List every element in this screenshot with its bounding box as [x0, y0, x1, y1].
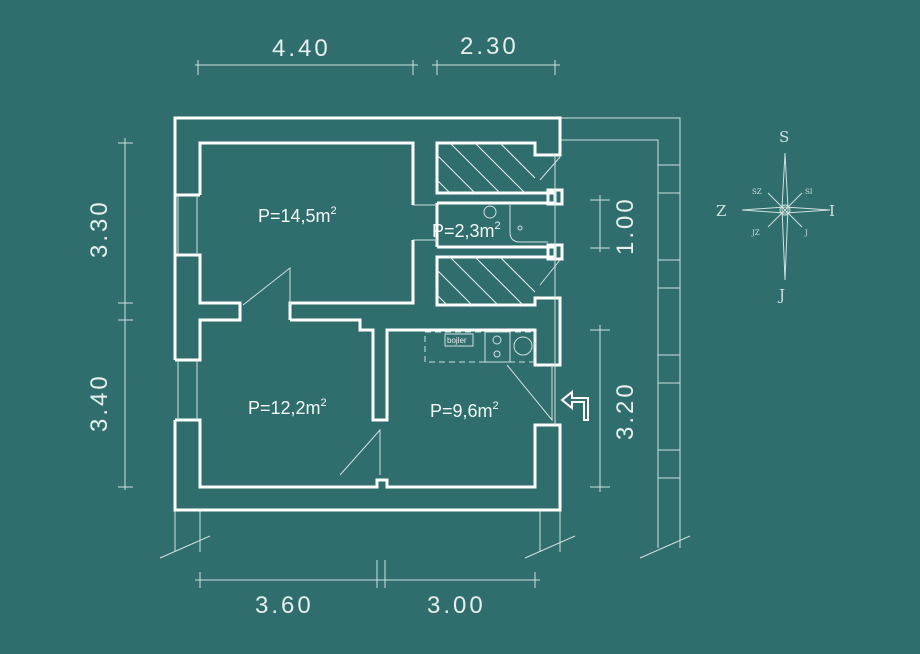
room-label-3: P=12,2m2 — [248, 397, 327, 418]
compass-south: J — [777, 286, 785, 304]
compass-west: Z — [716, 202, 726, 220]
dim-right-kitchen: 3.20 — [612, 381, 639, 440]
dim-bottom-left: 3.60 — [255, 592, 314, 619]
compass-ne: SI — [805, 188, 813, 196]
dim-left-lower: 3.40 — [86, 373, 113, 432]
dim-left-upper: 3.30 — [86, 199, 113, 258]
dim-right-bath: 1.00 — [612, 196, 639, 255]
compass-north: S — [779, 128, 789, 146]
bath-tile-hatch — [436, 142, 536, 306]
room-label-2: P=2,3m2 — [432, 220, 501, 241]
compass-se: J — [804, 229, 808, 237]
compass-east: I — [829, 202, 835, 220]
dim-bottom-right: 3.00 — [427, 592, 486, 619]
doors-fixtures — [177, 155, 561, 476]
room-label-1: P=14,5m2 — [258, 205, 337, 226]
walls — [173, 116, 564, 512]
boiler-label: bojler — [447, 336, 467, 345]
compass-rose-icon: S J Z I SZ SI JZ J — [716, 128, 835, 304]
entrance-arrow-icon — [560, 389, 589, 421]
compass-sw: JZ — [751, 229, 760, 237]
dim-top-right: 2.30 — [460, 33, 519, 60]
compass-nw: SZ — [752, 188, 762, 196]
dimension-labels: 4.40 2.30 3.30 3.40 1.00 3.20 3.60 3.00 — [86, 33, 639, 619]
dimension-lines — [118, 60, 691, 588]
dim-top-left: 4.40 — [272, 35, 331, 62]
room-label-4: P=9,6m2 — [430, 400, 499, 421]
